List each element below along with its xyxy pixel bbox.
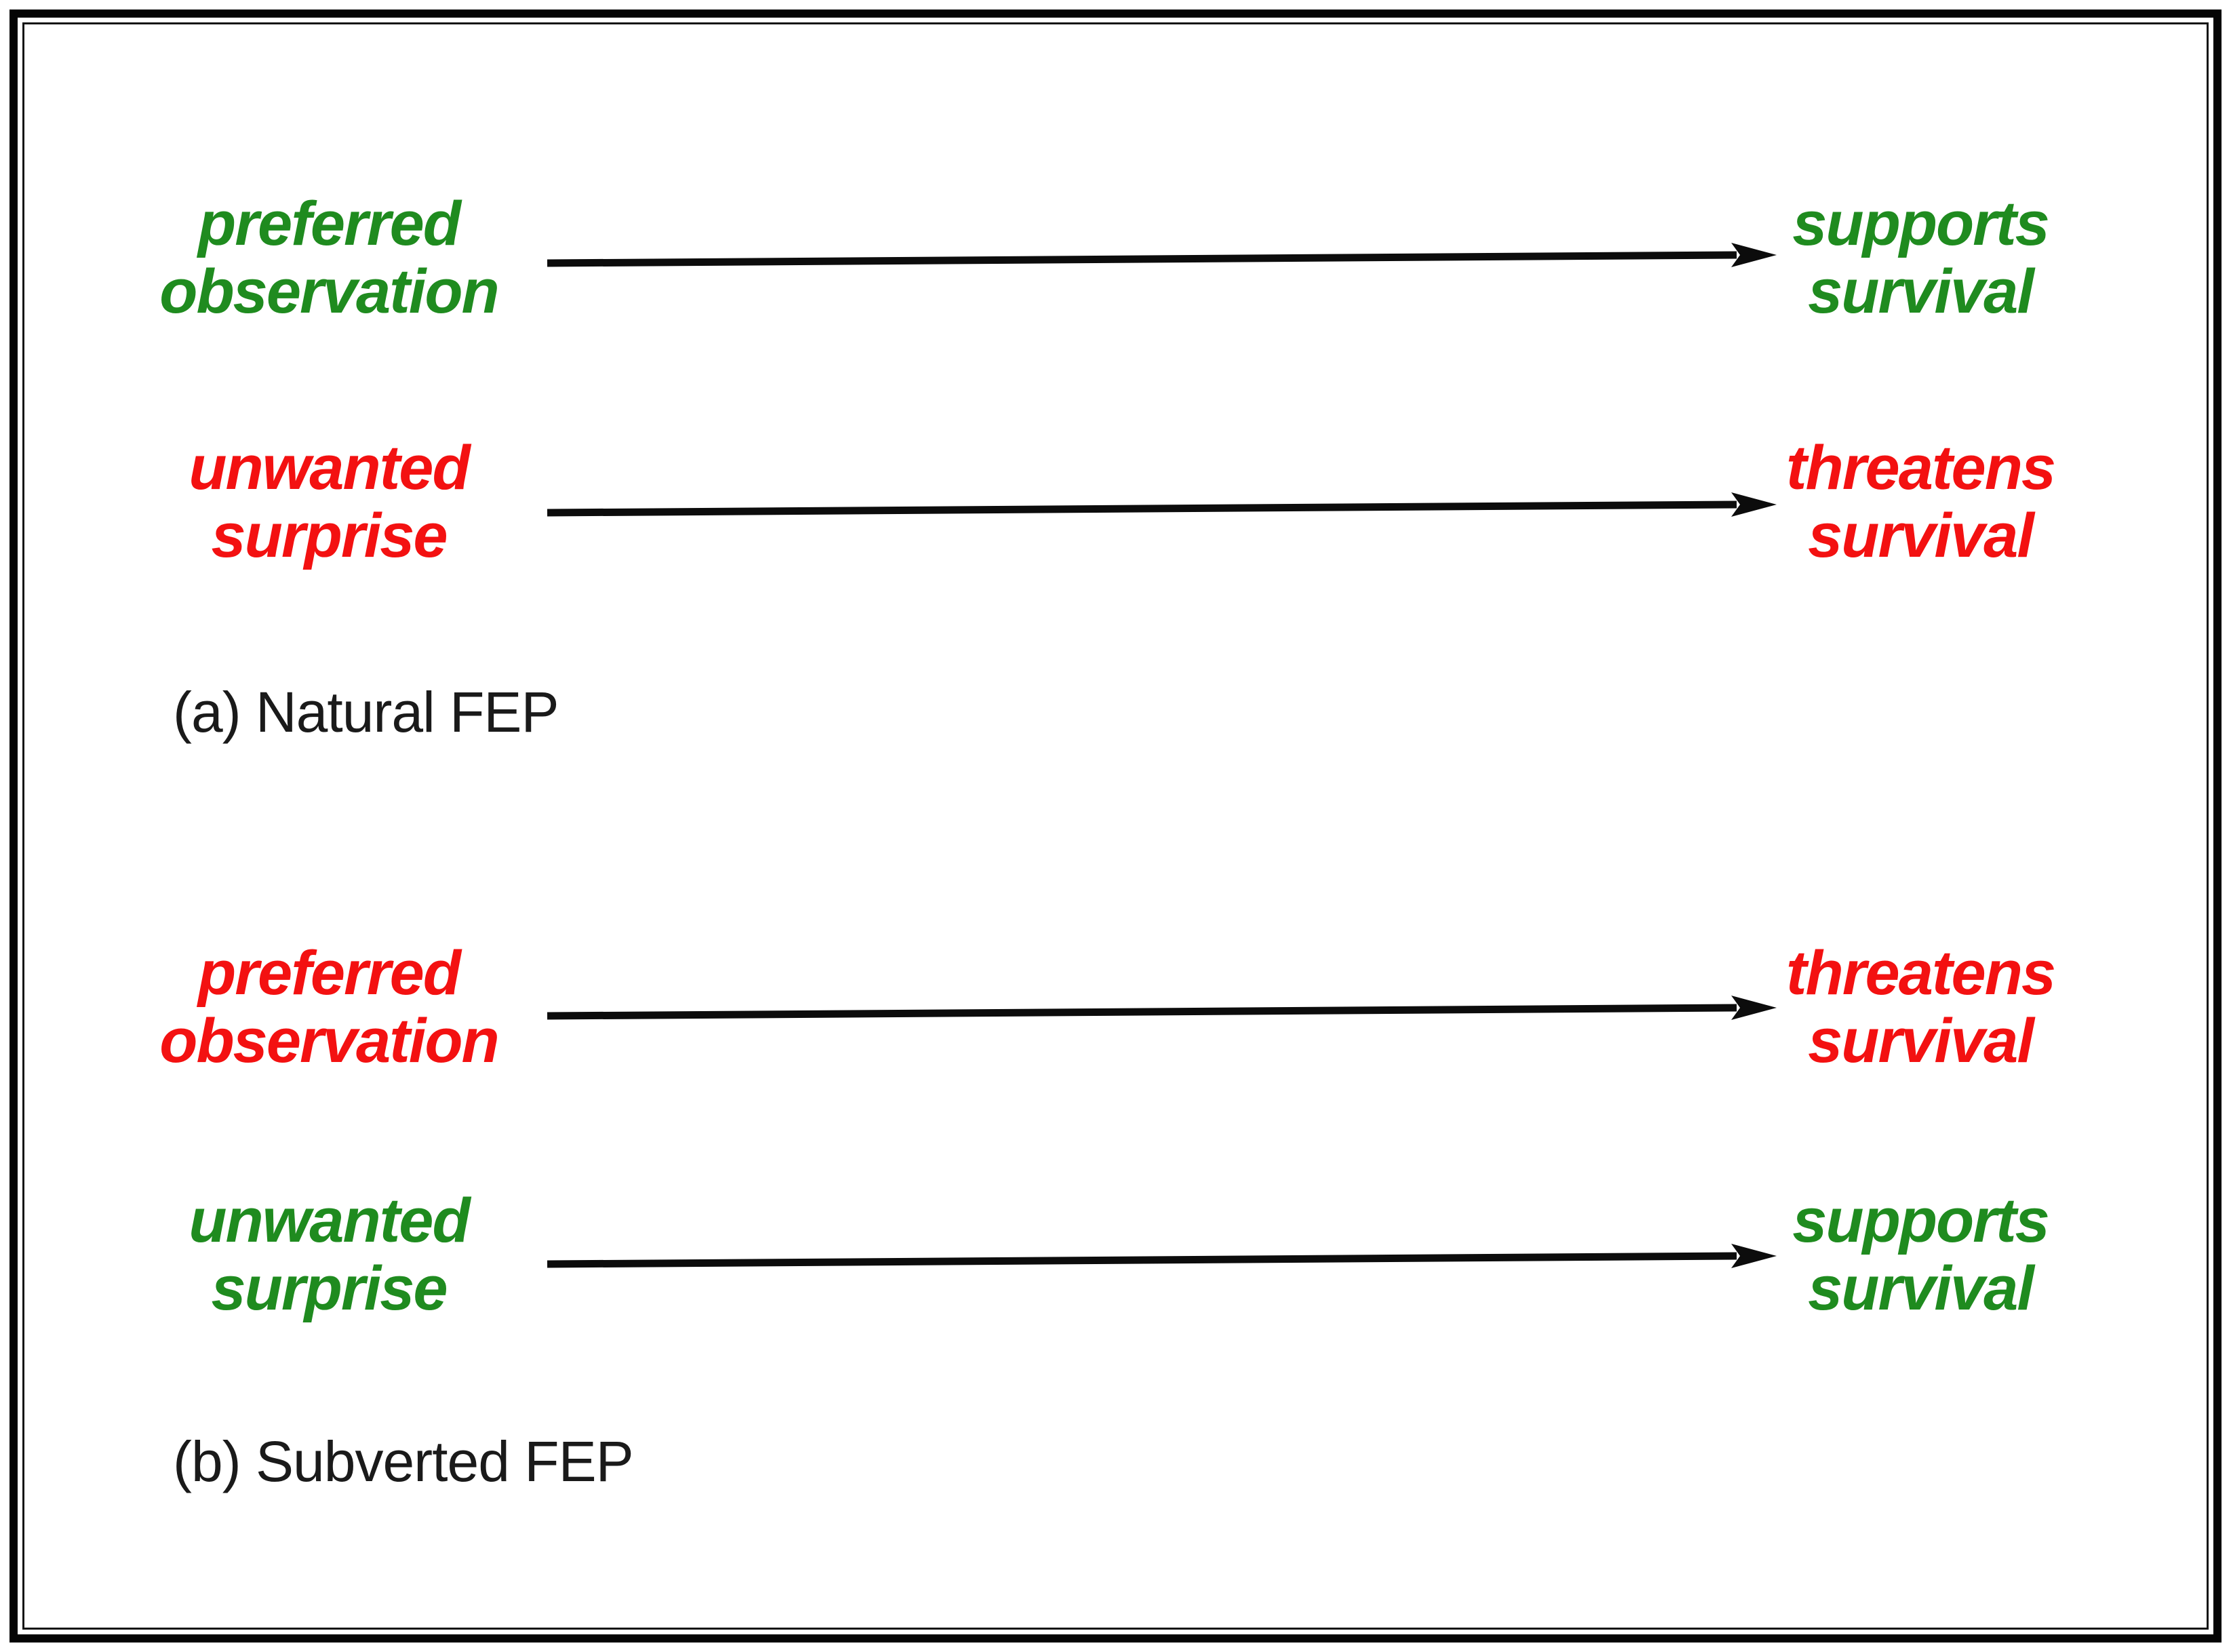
label-unwanted-surprise-subverted: unwanted surprise xyxy=(189,1186,470,1323)
caption-natural-fep: (a) Natural FEP xyxy=(173,680,559,744)
label-preferred-observation-natural: preferred observation xyxy=(159,189,499,326)
arrow-natural-row2 xyxy=(546,492,1777,522)
label-supports-survival-subverted: supports survival xyxy=(1792,1186,2050,1323)
arrow-subverted-row1 xyxy=(546,996,1777,1025)
caption-subverted-fep: (b) Subverted FEP xyxy=(173,1430,634,1493)
label-threatens-survival-subverted: threatens survival xyxy=(1785,939,2056,1076)
label-unwanted-surprise-natural: unwanted surprise xyxy=(189,433,470,570)
label-preferred-observation-subverted: preferred observation xyxy=(159,939,499,1076)
arrow-natural-row1 xyxy=(546,243,1777,273)
label-threatens-survival-natural: threatens survival xyxy=(1785,433,2056,570)
label-supports-survival-natural: supports survival xyxy=(1792,189,2050,326)
arrow-subverted-row2 xyxy=(546,1244,1777,1274)
